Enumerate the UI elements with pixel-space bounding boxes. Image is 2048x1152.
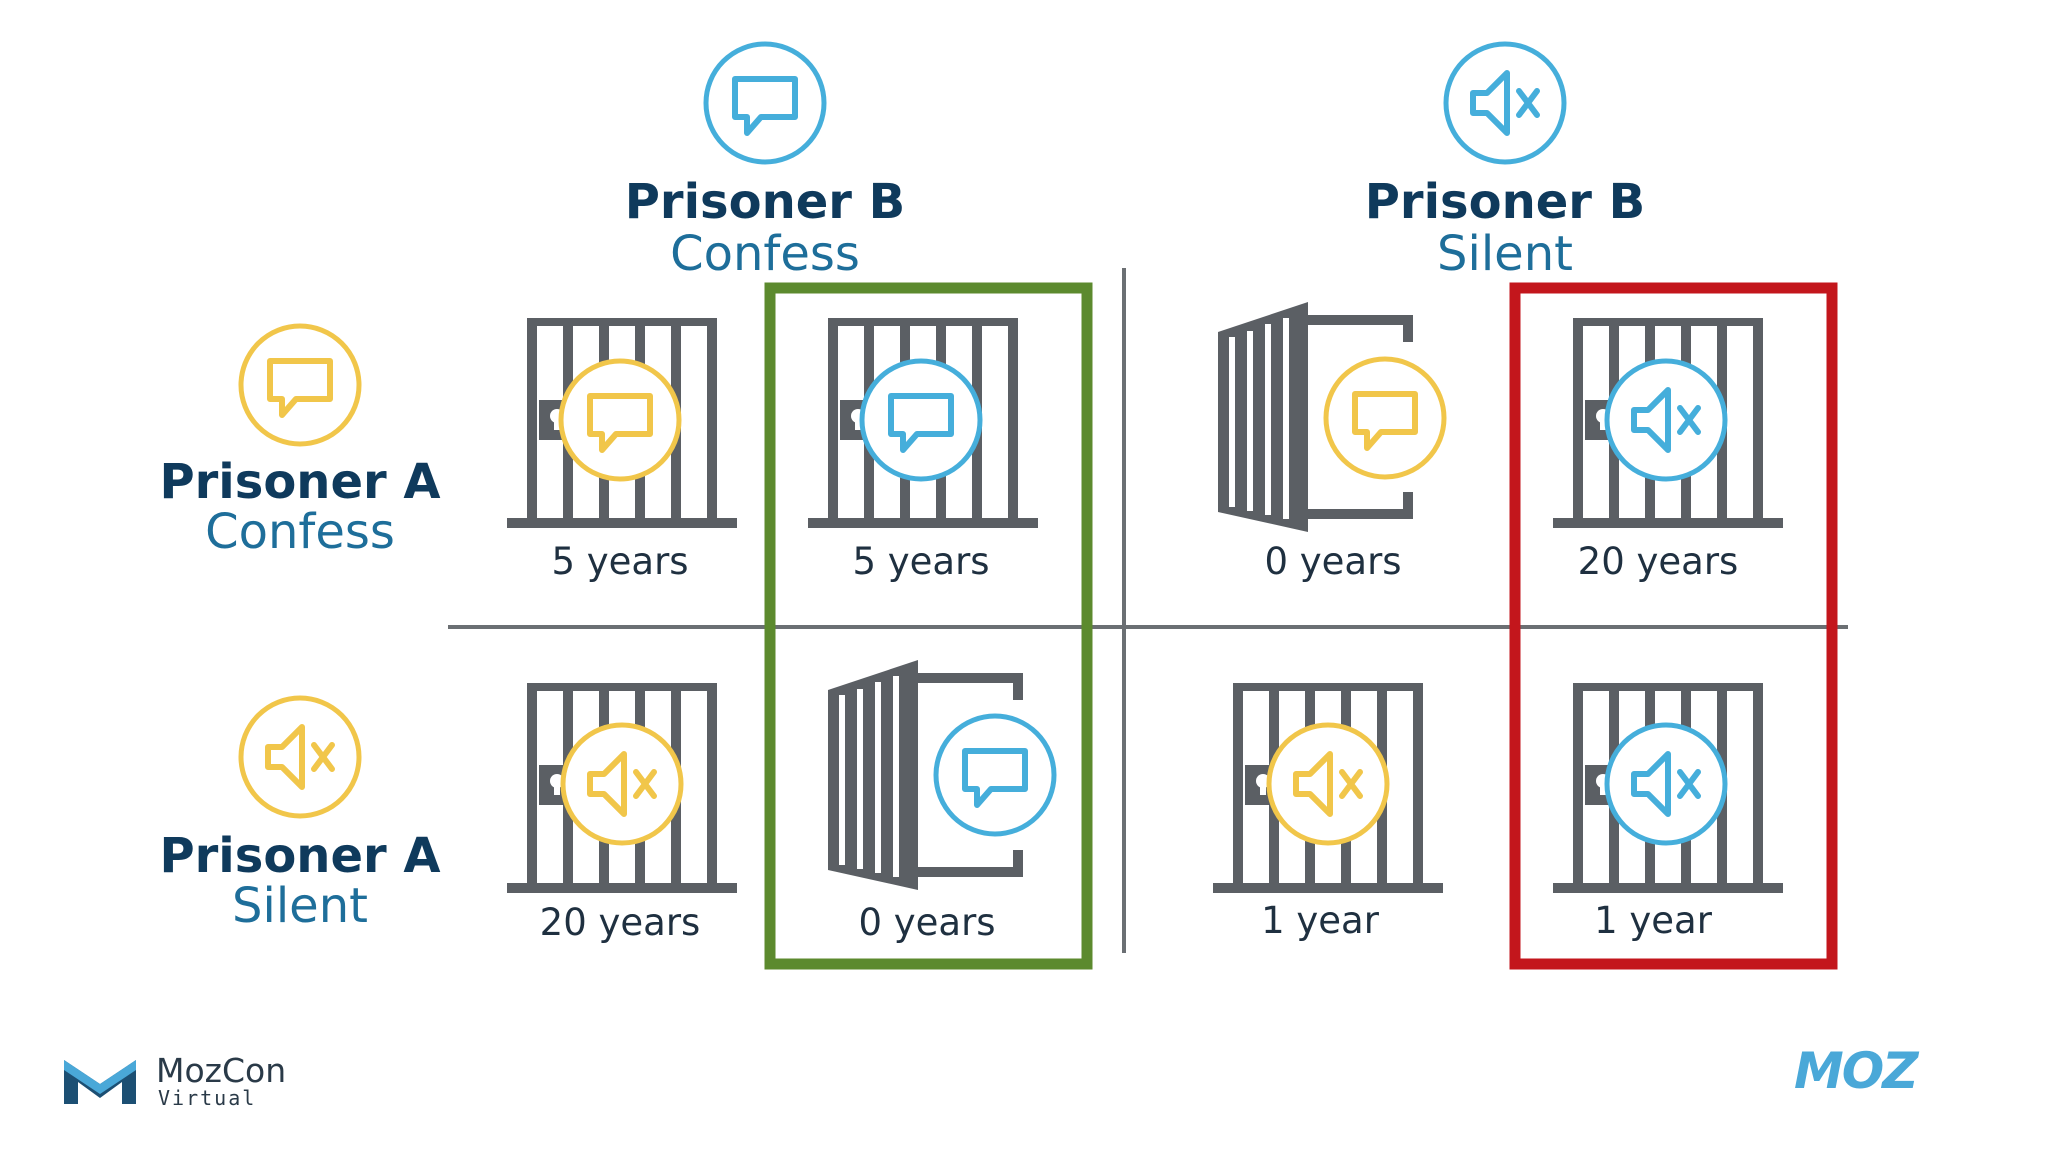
speech-bubble-icon — [561, 361, 679, 479]
column-header-subtitle: Confess — [615, 228, 915, 280]
row-header-title: Prisoner A — [150, 830, 450, 882]
sentence-label: 1 year — [1553, 901, 1753, 941]
vertical-divider — [1122, 268, 1126, 953]
sentence-label: 1 year — [1220, 901, 1420, 941]
muted-speaker-icon — [1607, 361, 1725, 479]
muted-speaker-icon — [1446, 44, 1564, 162]
sentence-label: 5 years — [821, 542, 1021, 582]
mozcon-subtitle: Virtual — [158, 1086, 256, 1110]
row-header-subtitle: Silent — [150, 880, 450, 932]
horizontal-divider — [448, 625, 1848, 629]
muted-speaker-icon — [241, 698, 359, 816]
row-header-subtitle: Confess — [150, 506, 450, 558]
sentence-label: 5 years — [520, 542, 720, 582]
muted-speaker-icon — [1269, 725, 1387, 843]
column-header-title: Prisoner B — [615, 176, 915, 228]
column-header-subtitle: Silent — [1355, 228, 1655, 280]
column-header-title: Prisoner B — [1355, 176, 1655, 228]
muted-speaker-icon — [1607, 725, 1725, 843]
row-header-title: Prisoner A — [150, 456, 450, 508]
speech-bubble-icon — [862, 361, 980, 479]
speech-bubble-icon — [706, 44, 824, 162]
muted-speaker-icon — [563, 725, 681, 843]
mozcon-name: MozCon — [156, 1054, 286, 1088]
sentence-label: 0 years — [1233, 542, 1433, 582]
mozcon-logo-icon — [64, 1060, 136, 1104]
moz-logo: MOZ — [1794, 1042, 1917, 1100]
speech-bubble-icon — [241, 326, 359, 444]
speech-bubble-icon — [936, 716, 1054, 834]
sentence-label: 20 years — [1558, 542, 1758, 582]
sentence-label: 0 years — [827, 903, 1027, 943]
speech-bubble-icon — [1326, 359, 1444, 477]
sentence-label: 20 years — [520, 903, 720, 943]
